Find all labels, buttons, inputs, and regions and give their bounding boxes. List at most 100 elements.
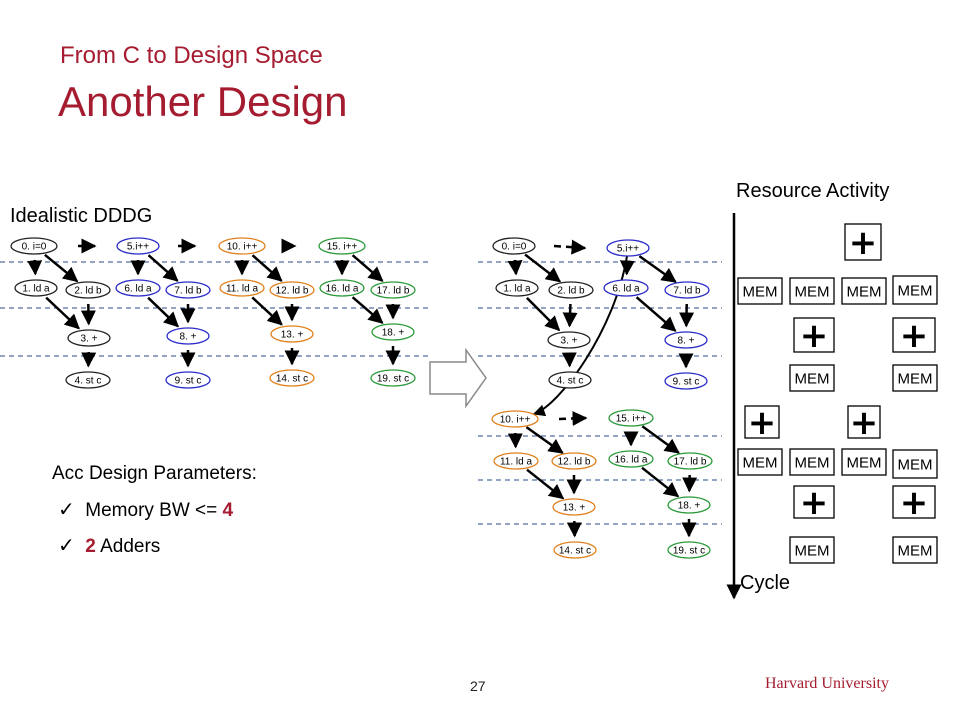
- adder-rect: [847, 405, 881, 439]
- left-dddg-node: 1. ld a: [14, 279, 58, 297]
- dependency-edge: [45, 296, 80, 330]
- left-dddg-node: 14. st c: [269, 369, 315, 387]
- node-ellipse: [65, 371, 111, 389]
- mem-label: MEM: [898, 371, 933, 388]
- mem-block: MEM: [789, 364, 835, 392]
- right-dddg-node: 5.i++: [606, 239, 650, 257]
- slide-subtitle: From C to Design Space: [60, 42, 323, 69]
- mem-label: MEM: [898, 283, 933, 300]
- mem-block: MEM: [841, 448, 887, 476]
- adder-rect: [744, 405, 780, 439]
- dependency-edge: [525, 426, 564, 454]
- dependency-edge: [526, 468, 565, 500]
- mem-block: MEM: [892, 536, 938, 564]
- left-dddg-node: 7. ld b: [165, 281, 211, 299]
- node-ellipse: [606, 239, 650, 257]
- node-label: 16. ld a: [326, 284, 359, 295]
- param-adders-value: 2: [85, 536, 96, 557]
- node-label: 14. st c: [559, 546, 591, 557]
- left-dddg-node: 9. st c: [165, 371, 211, 389]
- dependency-edge: [251, 296, 283, 326]
- node-ellipse: [318, 237, 366, 255]
- left-dddg-node: 5.i++: [116, 237, 160, 255]
- adder-block: +: [793, 483, 835, 523]
- left-dddg-node: 3. +: [67, 329, 111, 347]
- left-dddg-node: 16. ld a: [319, 279, 365, 297]
- node-label: 9. st c: [673, 377, 700, 388]
- param-memory-bw-value: 4: [222, 500, 234, 521]
- dependency-edge: [147, 296, 179, 328]
- adder-plus-icon: +: [800, 316, 829, 356]
- node-ellipse: [165, 281, 211, 299]
- left-dddg-node: 13. +: [270, 325, 314, 343]
- node-label: 1. ld a: [22, 284, 50, 295]
- node-ellipse: [664, 331, 708, 349]
- right-dddg-node: 2. ld b: [548, 281, 594, 299]
- mem-block: MEM: [892, 275, 938, 305]
- mem-rect: [892, 275, 938, 305]
- node-label: 3. +: [561, 336, 578, 347]
- node-label: 2. ld b: [74, 286, 102, 297]
- dependency-edges: [27, 238, 698, 538]
- node-ellipse: [165, 371, 211, 389]
- right-dddg-node: 12. ld b: [551, 452, 597, 470]
- right-dddg-node: 3. +: [547, 331, 591, 349]
- node-label: 2. ld b: [557, 286, 585, 297]
- mem-label: MEM: [898, 457, 933, 474]
- node-label: 6. ld a: [612, 284, 640, 295]
- node-ellipse: [269, 281, 315, 299]
- right-dddg-node: 1. ld a: [495, 279, 539, 297]
- transform-arrow-icon: [429, 347, 487, 409]
- mem-label: MEM: [795, 371, 830, 388]
- right-dddg-node: 17. ld b: [667, 452, 713, 470]
- mem-label: MEM: [743, 284, 778, 301]
- dependency-edge: [351, 254, 384, 282]
- diagram-extras: [429, 213, 742, 600]
- node-ellipse: [547, 331, 591, 349]
- node-ellipse: [166, 327, 210, 345]
- checkmark-icon: ✓: [58, 499, 75, 521]
- mem-label: MEM: [795, 284, 830, 301]
- node-label: 10. i++: [500, 415, 531, 426]
- right-dddg-node: 10. i++: [491, 410, 539, 428]
- node-label: 18. +: [382, 328, 405, 339]
- mem-label: MEM: [847, 284, 882, 301]
- left-dddg-node: 17. ld b: [370, 281, 416, 299]
- mem-block: MEM: [789, 536, 835, 564]
- mem-rect: [789, 536, 835, 564]
- node-ellipse: [10, 237, 58, 255]
- node-label: 10. i++: [227, 242, 258, 253]
- dependency-edge: [507, 259, 523, 276]
- dependency-edge: [526, 297, 561, 332]
- node-ellipse: [495, 279, 539, 297]
- node-ellipse: [548, 281, 594, 299]
- node-label: 11. ld a: [226, 284, 258, 295]
- node-ellipse: [67, 329, 111, 347]
- right-dddg-node: 6. ld a: [603, 279, 649, 297]
- adder-rect: [793, 317, 835, 353]
- slide-title: Another Design: [58, 78, 348, 125]
- node-ellipse: [493, 452, 539, 470]
- stage-dividers: [0, 261, 722, 525]
- right-dddg-node: 14. st c: [553, 541, 597, 559]
- dependency-edge: [619, 260, 635, 276]
- mem-rect: [892, 364, 938, 392]
- right-dddg-node: 19. st c: [667, 541, 711, 559]
- mem-rect: [737, 448, 783, 476]
- node-ellipse: [269, 369, 315, 387]
- mem-rect: [841, 448, 887, 476]
- dependency-edge: [638, 255, 677, 283]
- right-dddg-node: 0. i=0: [492, 237, 536, 255]
- mem-rect: [892, 449, 938, 479]
- node-label: 0. i=0: [502, 242, 527, 253]
- adder-plus-icon: +: [900, 483, 929, 523]
- mem-rect: [789, 448, 835, 476]
- params-heading: Acc Design Parameters:: [52, 463, 257, 484]
- node-ellipse: [552, 498, 596, 516]
- mem-block: MEM: [737, 448, 783, 476]
- adder-block: +: [892, 316, 936, 356]
- node-label: 0. i=0: [22, 242, 47, 253]
- right-dddg-node: 9. st c: [664, 372, 708, 390]
- node-label: 7. ld b: [673, 286, 701, 297]
